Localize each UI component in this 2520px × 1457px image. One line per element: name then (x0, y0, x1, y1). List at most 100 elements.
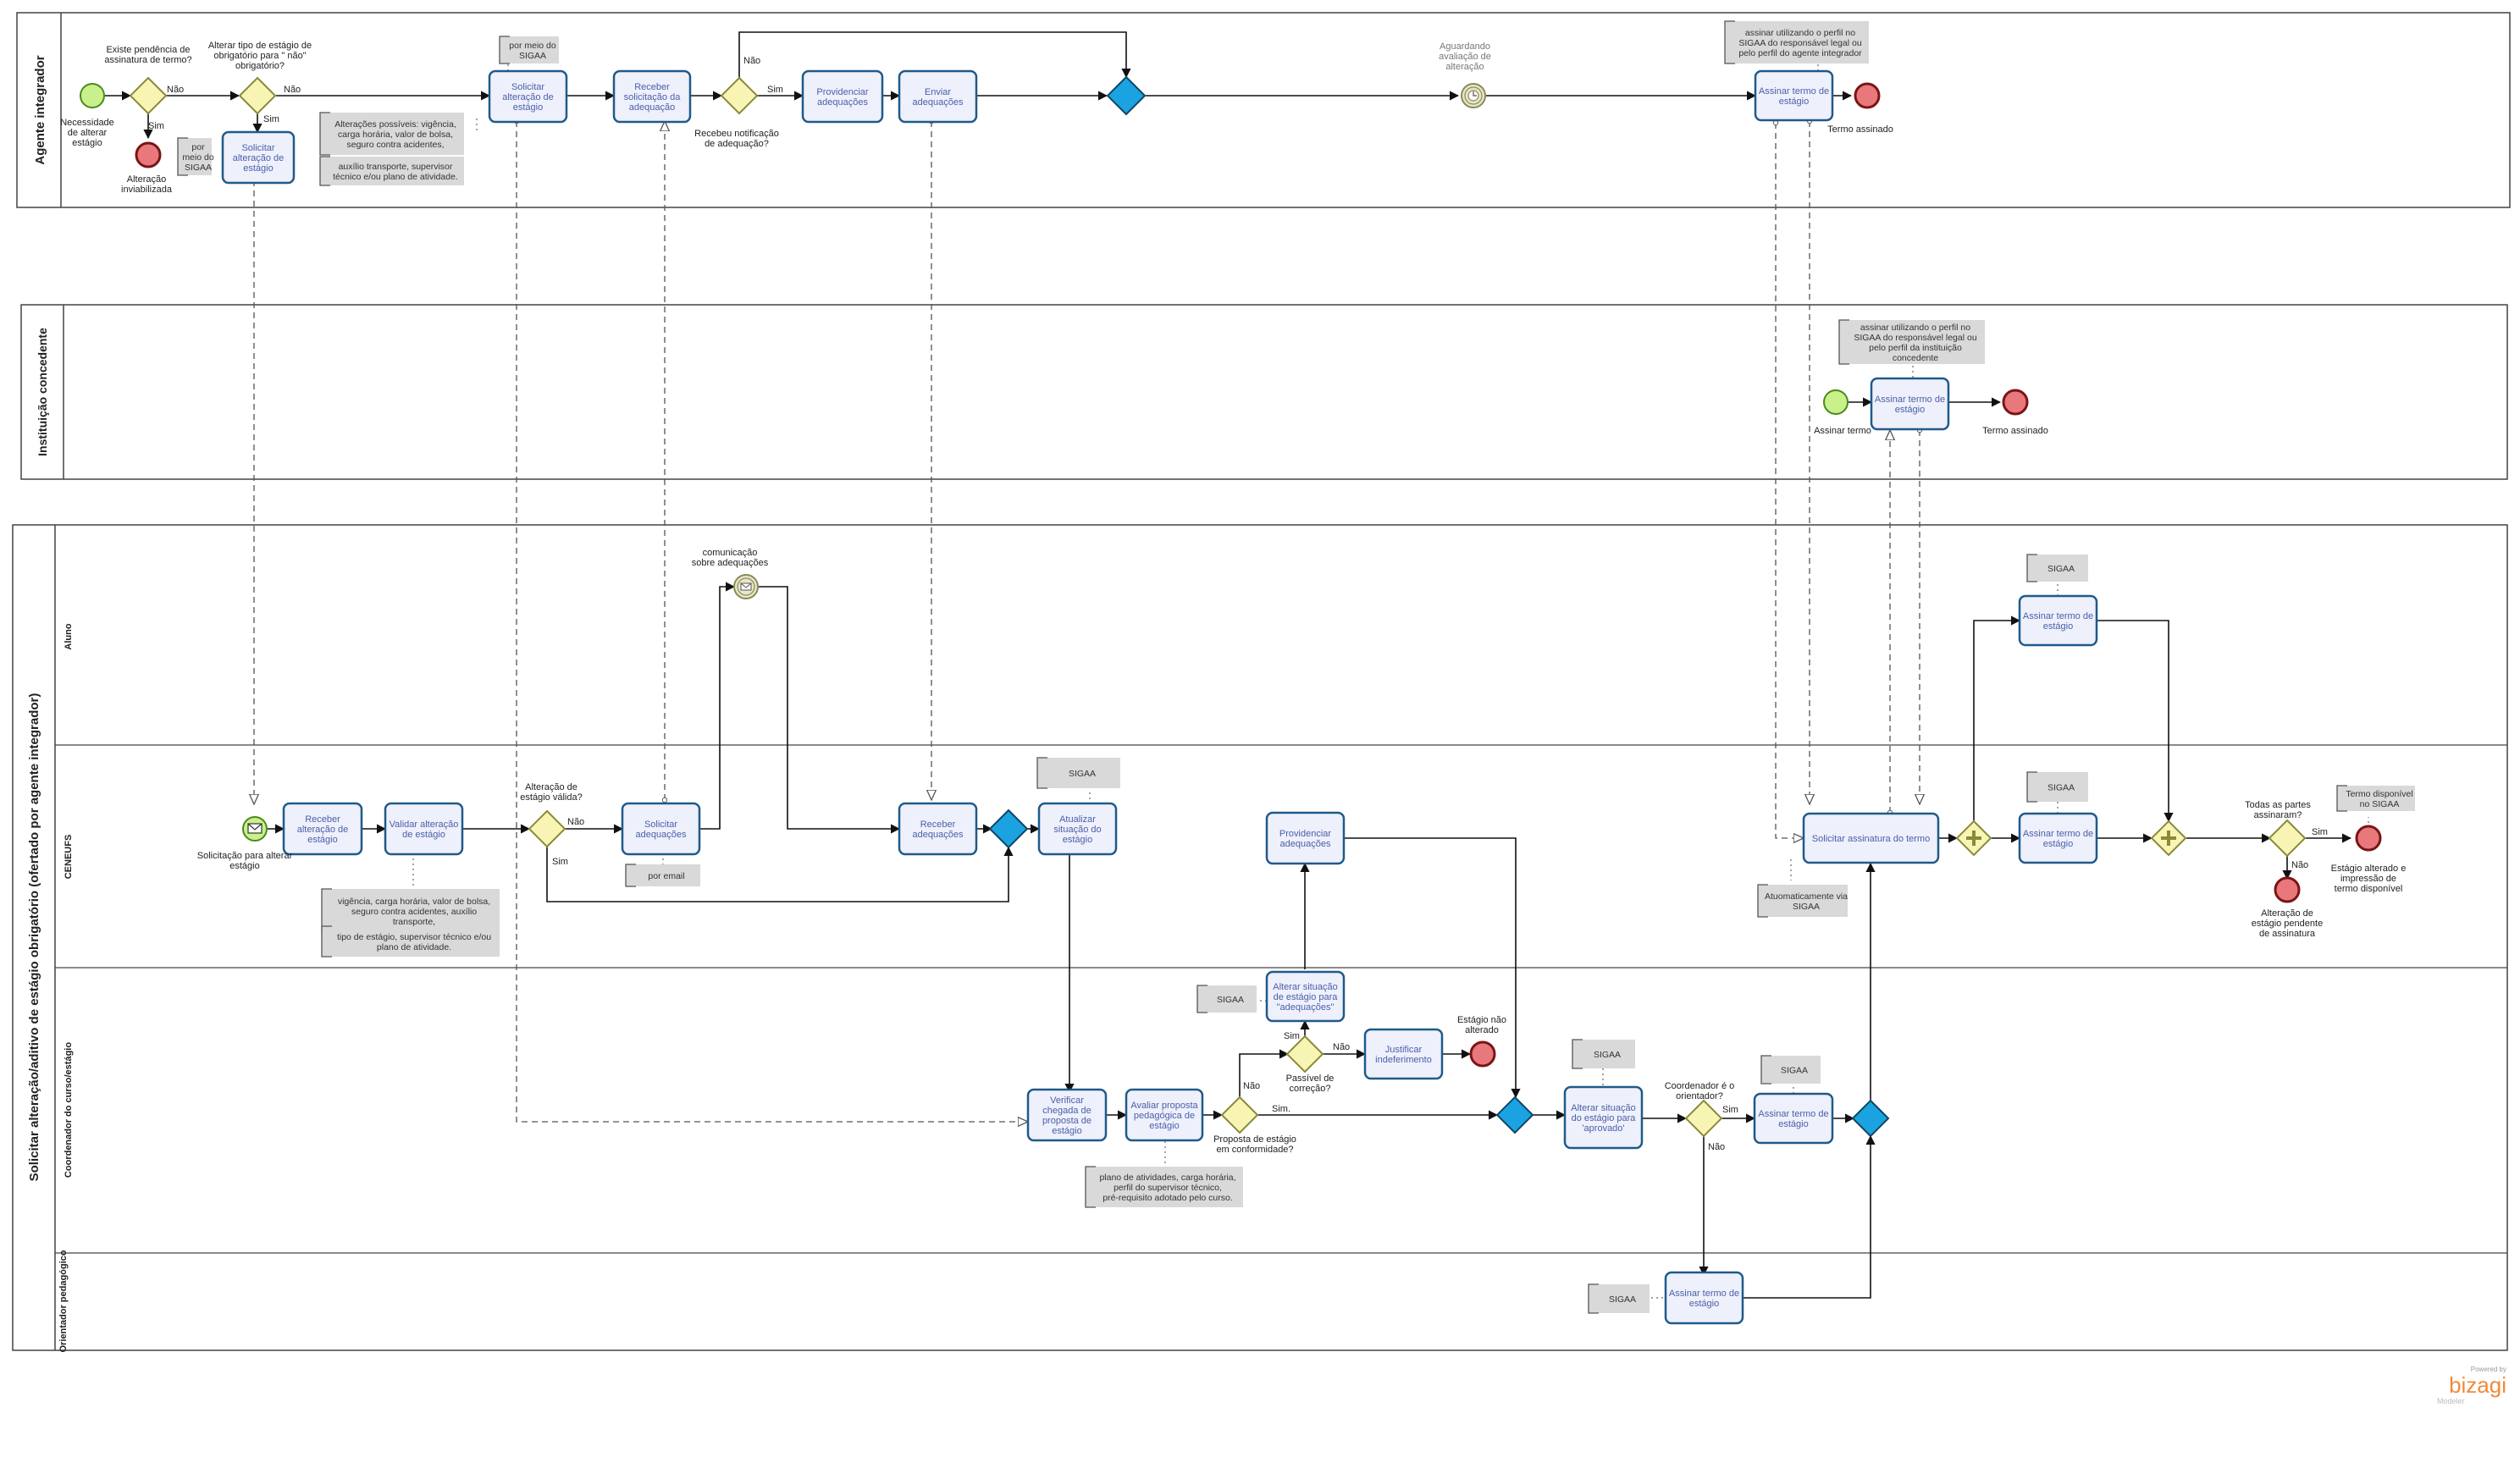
text-line: correção? (1290, 1084, 1331, 1094)
text-line: estágio (1149, 1121, 1179, 1131)
gateway-merge-ceneufs[interactable] (988, 809, 1029, 849)
end-event-estagio-alterado[interactable] (2355, 825, 2382, 852)
text-line: estágio pendente (2252, 919, 2323, 929)
gateway-merge-agente[interactable] (1106, 75, 1147, 116)
flow-label-nao: Não (567, 817, 584, 827)
text-line: Passível de (1286, 1073, 1335, 1084)
flow-label-sim: Sim (2312, 827, 2328, 837)
pool-instituicao-concedente: Instituição concedente (20, 304, 2508, 480)
text-line: SIGAA do responsável legal ou (1854, 333, 1977, 343)
task-ce-solicitar-ass[interactable]: Solicitar assinatura do termo (1802, 812, 1940, 864)
gateway-orientador[interactable] (1684, 1099, 1723, 1138)
text-line: estágio (513, 102, 543, 113)
text-line: alterado (1465, 1025, 1499, 1035)
text-line: Necessidade (60, 118, 114, 128)
text-line: Alterar situação (1571, 1103, 1635, 1113)
timer-event[interactable] (1461, 83, 1486, 108)
gateway-notificacao[interactable] (720, 76, 759, 115)
lane-label-aluno: Aluno (64, 623, 74, 649)
intermediate-message-event[interactable] (733, 574, 759, 599)
text-line: plano de atividade. (377, 942, 451, 952)
end-event-inviabilizada[interactable] (135, 141, 162, 168)
end-event-agente[interactable] (1854, 82, 1881, 109)
text-line: Termo disponível (2346, 789, 2412, 799)
text-line: Receber (634, 82, 670, 92)
annotation-ce-sigaa-atual: SIGAA (1036, 757, 1120, 789)
text-line: vigência, carga horária, valor de bolsa, (338, 897, 490, 907)
text-line: Estágio não (1457, 1015, 1506, 1025)
gateway-parallel-split[interactable] (1955, 820, 1992, 857)
text-line: chegada de (1042, 1106, 1091, 1116)
brand-name: bizagi (2449, 1372, 2506, 1398)
text-line: estágio (1895, 405, 1925, 415)
gateway-todas-assinaram[interactable] (2268, 819, 2307, 858)
gateway-merge-final[interactable] (1851, 1099, 1890, 1138)
text-line: SIGAA (2048, 564, 2075, 574)
end-event-pendente[interactable] (2274, 876, 2301, 903)
text-line: estágio (229, 861, 259, 871)
text-line: estágio válida? (520, 792, 582, 803)
start-event-instituicao[interactable] (1823, 389, 1849, 415)
text-line: assinatura de termo? (104, 55, 191, 65)
text-line: SIGAA (1793, 902, 1820, 912)
text-line: de assinatura (2259, 929, 2316, 939)
start-event-agente[interactable] (80, 83, 105, 108)
text-line: alteração (1445, 62, 1484, 72)
text-line: Enviar (925, 87, 952, 97)
gateway-pendencia[interactable] (129, 76, 168, 115)
gateway-conformidade[interactable] (1220, 1096, 1259, 1134)
gateway-merge-coord[interactable] (1495, 1096, 1534, 1134)
end-event-instituicao[interactable] (2002, 389, 2029, 416)
flow-label-nao: Não (2291, 860, 2308, 870)
annotation-co-sigaa-apr: SIGAA (1572, 1039, 1635, 1069)
text-line: Termo assinado (1982, 426, 2048, 436)
gateway-valida[interactable] (528, 809, 566, 848)
text-line: Alteração de (2261, 908, 2313, 919)
text-line: SIGAA (1217, 995, 1244, 1005)
text-line: estágio (1689, 1299, 1719, 1309)
text-line: estágio (2043, 621, 2073, 632)
end-event-nao-alterado[interactable] (1469, 1040, 1496, 1068)
gateway-parallel-join[interactable] (2150, 820, 2187, 857)
text-line: pedagógica de (1134, 1111, 1195, 1121)
text-line: Coordenador é o (1665, 1081, 1735, 1091)
gateway-tipo-estagio[interactable] (238, 76, 277, 115)
gateway-correcao[interactable] (1285, 1035, 1324, 1073)
start-event-message[interactable] (242, 816, 268, 842)
text-line: inviabilizada (121, 185, 173, 195)
text-line: de estágio (402, 830, 445, 840)
text-line: tipo de estágio, supervisor técnico e/ou (337, 932, 491, 942)
text-line: plano de atividades, carga horária, (1099, 1173, 1235, 1183)
text-line: Solicitar assinatura do termo (1812, 834, 1930, 844)
